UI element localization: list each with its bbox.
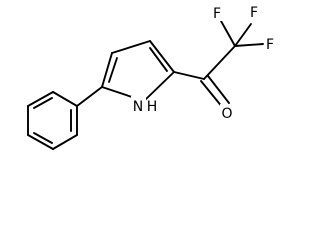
phenyl-bond (27, 91, 54, 107)
carbonyl-double-bond (207, 75, 230, 104)
phenyl-bond (52, 134, 78, 150)
pyrrole-inner-bond (149, 47, 168, 72)
carbonyl-double-bond (200, 80, 224, 109)
fluorine-label: F (250, 5, 258, 21)
trifluoroacetyl-group (173, 20, 264, 109)
pyrrole-ring (101, 40, 175, 102)
cf-bond (234, 43, 264, 47)
atom-labels: F F F O N H (131, 4, 277, 122)
cf-bond (234, 23, 252, 47)
pyrrole-bond (143, 71, 175, 102)
oxygen-label: O (221, 106, 232, 122)
pyrrole-bond (149, 40, 175, 73)
phenyl-ring (27, 91, 78, 150)
phenyl-inner-bond (33, 132, 53, 144)
ring-carbonyl-bond (173, 71, 205, 80)
cf-bond (220, 20, 236, 47)
phenyl-pyrrole-bond (76, 86, 103, 107)
carbonyl-cf3-bond (203, 45, 236, 80)
pyrrole-bond (101, 52, 113, 88)
nitrogen-label: N (133, 99, 143, 115)
pyrrole-bond (111, 40, 151, 54)
phenyl-inner-bond (33, 97, 53, 109)
pyrrole-inner-bond (108, 57, 118, 83)
phenyl-bond (52, 91, 78, 107)
phenyl-bond (27, 134, 54, 150)
molecule-diagram: F F F O N H (27, 4, 277, 150)
fluorine-label: F (213, 6, 221, 22)
fluorine-label: F (266, 37, 274, 53)
hydrogen-label: H (147, 99, 158, 115)
